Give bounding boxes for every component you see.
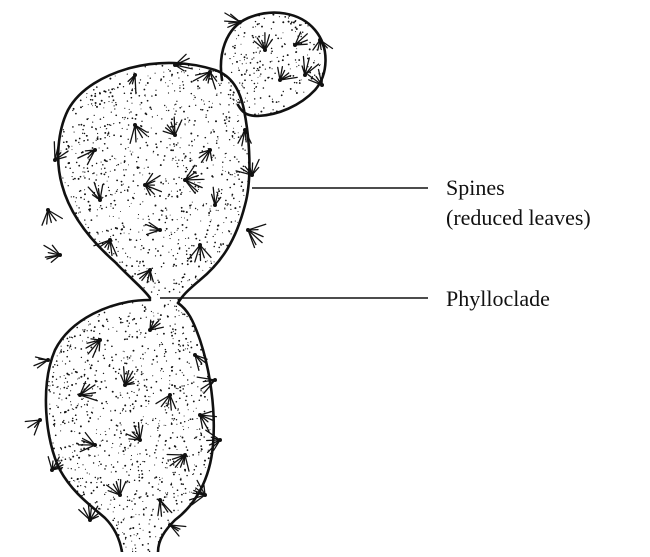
- spine-cluster: [78, 148, 97, 165]
- stipple-texture: [44, 9, 330, 552]
- spine-cluster: [88, 182, 103, 202]
- spine-cluster: [168, 523, 186, 536]
- spine-cluster: [148, 320, 163, 332]
- spine-cluster: [199, 148, 212, 162]
- spine-cluster: [193, 70, 216, 89]
- spine-cluster: [183, 165, 203, 193]
- spine-cluster: [34, 357, 50, 368]
- spine-cluster: [158, 498, 172, 516]
- spine-cluster: [79, 505, 99, 523]
- phylloclade-label: Phylloclade: [446, 285, 550, 312]
- spine-cluster: [146, 223, 162, 235]
- spine-cluster: [225, 13, 242, 27]
- spine-cluster: [156, 393, 176, 410]
- spine-cluster: [78, 382, 97, 401]
- spine-cluster: [246, 224, 266, 247]
- upper-pad-outline: [58, 63, 249, 303]
- spine-cluster: [121, 367, 135, 387]
- spine-cluster: [302, 57, 319, 78]
- spine-cluster: [44, 245, 62, 262]
- spines-label: Spines: [446, 174, 505, 201]
- spine-cluster: [163, 117, 182, 137]
- spine-clusters: [25, 13, 332, 536]
- spines-sublabel: (reduced leaves): [446, 204, 591, 231]
- spine-cluster: [278, 67, 298, 82]
- spine-cluster: [25, 418, 42, 435]
- spine-cluster: [138, 268, 154, 283]
- spine-cluster: [197, 377, 217, 393]
- spine-cluster: [107, 480, 126, 497]
- spine-cluster: [167, 453, 189, 471]
- stipple-group: [44, 299, 217, 552]
- stipple-group: [55, 59, 254, 306]
- spine-cluster: [86, 338, 102, 357]
- spine-cluster: [143, 174, 161, 196]
- spine-cluster: [293, 32, 307, 47]
- spine-cluster: [236, 160, 259, 178]
- spine-cluster: [53, 142, 68, 162]
- spine-cluster: [130, 123, 147, 143]
- spine-cluster: [42, 208, 62, 225]
